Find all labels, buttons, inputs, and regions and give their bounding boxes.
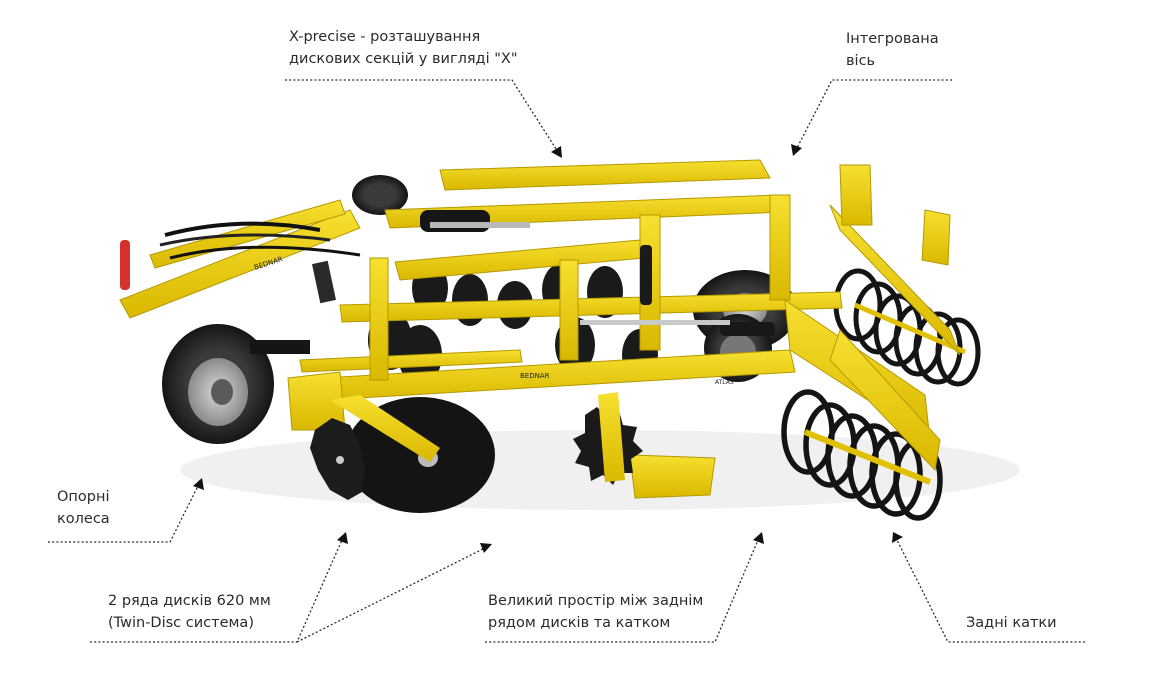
callout-wheels-line1: Опорні [57, 489, 110, 505]
callout-axle-line2: вісь [846, 53, 876, 69]
callout-discs: 2 ряда дисків 620 мм (Twin-Disc система) [108, 590, 271, 634]
hydraulics [159, 210, 775, 336]
hitch-lights [120, 240, 336, 304]
callout-axle: Інтегрована вісь [846, 28, 939, 72]
callout-wheels: Опорні колеса [57, 486, 110, 530]
callout-space: Великий простір між заднім рядом дисків … [488, 590, 703, 634]
support-wheel [162, 324, 310, 444]
model-decal: ATLAS [715, 379, 734, 386]
callout-rollers: Задні катки [966, 612, 1057, 634]
callout-space-line1: Великий простір між заднім [488, 593, 704, 609]
callout-discs-line1: 2 ряда дисків 620 мм [108, 593, 271, 609]
callout-axle-line1: Інтегрована [846, 31, 939, 47]
brand-decal-2: BEDNAR [520, 372, 550, 380]
callout-xprecise-line2: дискових секцій у вигляді "Х" [289, 51, 518, 67]
callout-xprecise-line1: X-precise - розташування [289, 29, 481, 45]
rear-rollers [781, 268, 981, 521]
callout-space-line2: рядом дисків та катком [488, 615, 671, 631]
callout-discs-line2: (Twin-Disc система) [108, 615, 254, 631]
leader-lines [48, 79, 1085, 643]
callout-rollers-line1: Задні катки [966, 615, 1057, 631]
front-discs [310, 392, 643, 513]
callout-xprecise: X-precise - розташування дискових секцій… [289, 26, 518, 70]
callout-wheels-line2: колеса [57, 511, 110, 527]
